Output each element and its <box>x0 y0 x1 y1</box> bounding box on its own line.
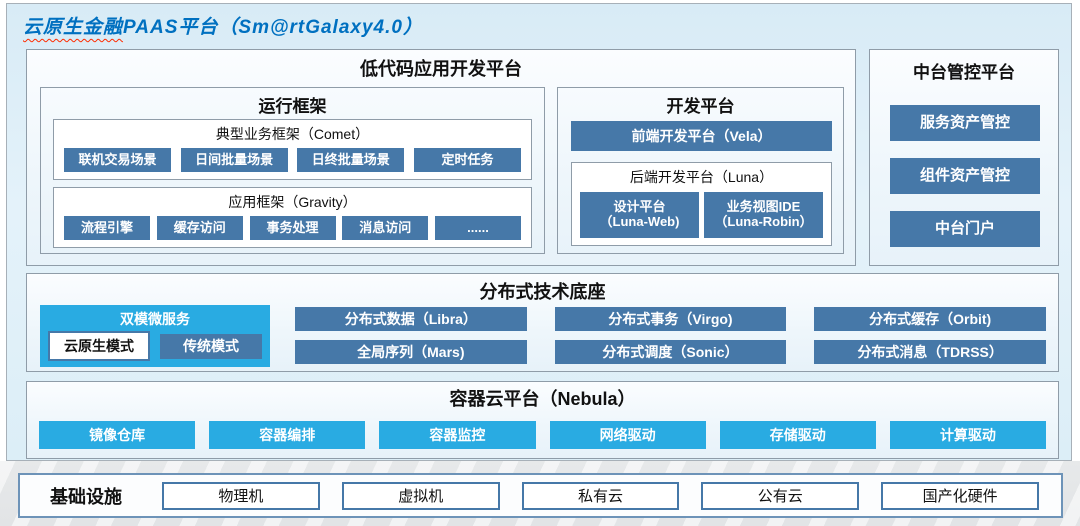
legacy-mode-button[interactable]: 传统模式 <box>160 334 262 359</box>
luna-robin-label-line2: （Luna-Robin） <box>714 214 813 229</box>
container-cloud-title: 容器云平台（Nebula） <box>449 389 636 409</box>
vela-frontend-button[interactable]: 前端开发平台（Vela） <box>571 121 832 151</box>
more-ellipsis-button[interactable]: ...... <box>435 216 521 240</box>
dev-platform-title: 开发平台 <box>666 97 735 116</box>
dual-mode-microservice-box: 双模微服务 云原生模式 传统模式 <box>40 305 270 367</box>
process-engine-button[interactable]: 流程引擎 <box>64 216 150 240</box>
scheduled-task-button[interactable]: 定时任务 <box>413 148 521 172</box>
distributed-base-panel: 分布式技术底座 双模微服务 云原生模式 传统模式 分布式数据（Libra） 分布… <box>26 273 1059 372</box>
daytime-batch-button[interactable]: 日间批量场景 <box>180 148 288 172</box>
luna-robin-label-line1: 业务视图IDE <box>726 199 801 215</box>
network-driver-button[interactable]: 网络驱动 <box>549 421 706 449</box>
luna-web-label-line1: 设计平台 <box>613 199 666 215</box>
gravity-framework-box: 应用框架（Gravity） 流程引擎 缓存访问 事务处理 消息访问 ...... <box>53 187 532 248</box>
container-orchestration-button[interactable]: 容器编排 <box>209 421 366 449</box>
transaction-processing-button[interactable]: 事务处理 <box>249 216 336 240</box>
luna-backend-title: 后端开发平台（Luna） <box>629 169 774 185</box>
dev-platform-panel: 开发平台 前端开发平台（Vela） 后端开发平台（Luna） 设计平台 （Lun… <box>557 87 844 254</box>
architecture-canvas: 云原生金融PAAS平台（Sm@rtGalaxy4.0） 低代码应用开发平台 运行… <box>6 3 1072 461</box>
runtime-framework-panel: 运行框架 典型业务框架（Comet） 联机交易场景 日间批量场景 日终批量场景 … <box>40 87 545 254</box>
distributed-button-grid: 分布式数据（Libra） 分布式事务（Virgo) 分布式缓存（Orbit) 全… <box>295 307 1046 364</box>
component-asset-control-button[interactable]: 组件资产管控 <box>890 158 1040 194</box>
distributed-data-libra-button[interactable]: 分布式数据（Libra） <box>295 307 527 331</box>
luna-button-row: 设计平台 （Luna-Web) 业务视图IDE （Luna-Robin） <box>580 192 823 238</box>
private-cloud-item[interactable]: 私有云 <box>521 481 680 510</box>
cache-access-button[interactable]: 缓存访问 <box>156 216 243 240</box>
message-access-button[interactable]: 消息访问 <box>342 216 429 240</box>
lowcode-platform-panel: 低代码应用开发平台 运行框架 典型业务框架（Comet） 联机交易场景 日间批量… <box>26 49 856 266</box>
container-cloud-button-row: 镜像仓库 容器编排 容器监控 网络驱动 存储驱动 计算驱动 <box>39 421 1047 449</box>
distributed-transaction-virgo-button[interactable]: 分布式事务（Virgo) <box>554 307 787 331</box>
image-registry-button[interactable]: 镜像仓库 <box>39 421 196 449</box>
gravity-framework-title: 应用框架（Gravity） <box>228 194 357 210</box>
comet-framework-title: 典型业务框架（Comet） <box>215 126 370 142</box>
online-transaction-button[interactable]: 联机交易场景 <box>64 148 171 172</box>
distributed-cache-orbit-button[interactable]: 分布式缓存（Orbit) <box>814 307 1046 331</box>
storage-driver-button[interactable]: 存储驱动 <box>719 421 876 449</box>
page-title-chinese: 云原生金融 <box>23 17 124 38</box>
domestic-hardware-item[interactable]: 国产化硬件 <box>881 481 1039 510</box>
virtual-machine-item[interactable]: 虚拟机 <box>341 481 500 510</box>
dual-mode-title: 双模微服务 <box>120 311 190 327</box>
physical-machine-item[interactable]: 物理机 <box>162 481 320 510</box>
infrastructure-strip: 基础设施 物理机 虚拟机 私有云 公有云 国产化硬件 <box>18 473 1063 518</box>
container-monitoring-button[interactable]: 容器监控 <box>379 421 536 449</box>
public-cloud-item[interactable]: 公有云 <box>701 481 860 510</box>
eod-batch-button[interactable]: 日终批量场景 <box>297 148 405 172</box>
luna-web-button[interactable]: 设计平台 （Luna-Web) <box>580 192 699 238</box>
middle-platform-title: 中台管控平台 <box>913 63 1015 82</box>
distributed-base-title: 分布式技术底座 <box>479 282 606 302</box>
luna-backend-box: 后端开发平台（Luna） 设计平台 （Luna-Web) 业务视图IDE （Lu… <box>571 162 832 246</box>
luna-robin-button[interactable]: 业务视图IDE （Luna-Robin） <box>704 192 823 238</box>
compute-driver-button[interactable]: 计算驱动 <box>889 421 1047 449</box>
middle-portal-button[interactable]: 中台门户 <box>890 211 1040 247</box>
lowcode-platform-title: 低代码应用开发平台 <box>360 59 522 79</box>
infrastructure-title: 基础设施 <box>50 486 122 507</box>
cloud-native-mode-button[interactable]: 云原生模式 <box>48 331 150 361</box>
global-sequence-mars-button[interactable]: 全局序列（Mars) <box>295 340 527 364</box>
distributed-message-tdrss-button[interactable]: 分布式消息（TDRSS） <box>814 340 1046 364</box>
gravity-button-row: 流程引擎 缓存访问 事务处理 消息访问 ...... <box>64 216 521 240</box>
page-title: 云原生金融PAAS平台（Sm@rtGalaxy4.0） <box>23 12 423 39</box>
comet-framework-box: 典型业务框架（Comet） 联机交易场景 日间批量场景 日终批量场景 定时任务 <box>53 119 532 180</box>
distributed-scheduling-sonic-button[interactable]: 分布式调度（Sonic） <box>554 340 787 364</box>
middle-platform-panel: 中台管控平台 服务资产管控 组件资产管控 中台门户 <box>869 49 1059 266</box>
infrastructure-items: 物理机 虚拟机 私有云 公有云 国产化硬件 <box>162 481 1039 510</box>
comet-button-row: 联机交易场景 日间批量场景 日终批量场景 定时任务 <box>64 148 521 172</box>
service-asset-control-button[interactable]: 服务资产管控 <box>890 105 1040 141</box>
runtime-framework-title: 运行框架 <box>258 97 327 116</box>
container-cloud-panel: 容器云平台（Nebula） 镜像仓库 容器编排 容器监控 网络驱动 存储驱动 计… <box>26 381 1059 459</box>
page-title-product: PAAS平台（Sm@rtGalaxy4.0） <box>123 17 423 38</box>
luna-web-label-line2: （Luna-Web) <box>599 214 680 229</box>
